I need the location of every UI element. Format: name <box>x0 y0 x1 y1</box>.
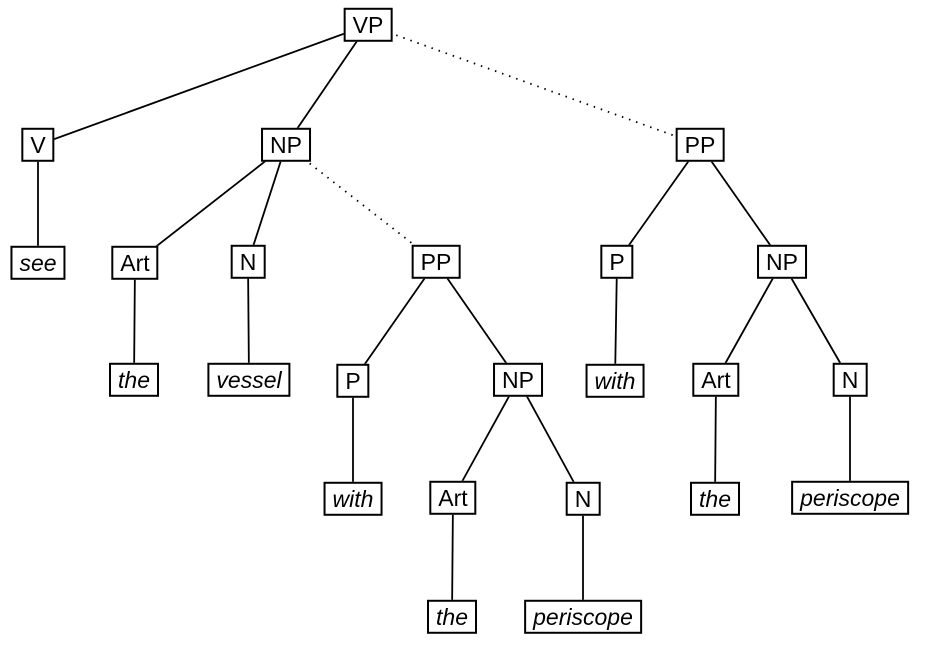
tree-edge-np_left-n_left <box>247 144 287 263</box>
tree-edge-np_left-art_left <box>134 144 287 264</box>
tree-edge-p_right-with_right <box>614 261 618 382</box>
tree-node-vp: VP <box>343 7 393 43</box>
tree-node-see: see <box>10 245 66 281</box>
tree-node-pp_right: PP <box>675 127 725 163</box>
tree-node-with_mid: with <box>323 481 383 517</box>
tree-edge-np_mid-n_mid <box>517 379 584 500</box>
tree-edge-vp-pp_right <box>367 24 701 146</box>
tree-node-the_left: the <box>109 362 159 398</box>
tree-node-art_right: Art <box>692 362 740 398</box>
tree-node-vessel: vessel <box>207 362 291 398</box>
tree-node-with_right: with <box>585 363 645 399</box>
tree-node-art_mid: Art <box>429 480 477 516</box>
tree-edge-n_left-vessel <box>247 261 250 381</box>
tree-edge-np_mid-art_mid <box>452 379 519 499</box>
tree-node-art_left: Art <box>111 245 159 281</box>
tree-edge-art_mid-the_mid <box>451 497 454 618</box>
tree-edge-art_left-the_left <box>133 262 136 381</box>
tree-node-np_right: NP <box>757 244 807 280</box>
tree-edge-np_left-pp_mid <box>285 144 437 263</box>
tree-edge-vp-np_left <box>285 24 369 146</box>
tree-edge-pp_mid-p_mid <box>352 261 437 382</box>
tree-node-np_mid: NP <box>493 362 543 398</box>
tree-node-n_left: N <box>230 244 266 280</box>
tree-edge-pp_right-np_right <box>699 144 783 263</box>
tree-edge-pp_mid-np_mid <box>435 261 519 381</box>
tree-edge-pp_right-p_right <box>616 144 701 263</box>
tree-node-the_mid: the <box>427 599 477 635</box>
tree-node-p_mid: P <box>336 363 370 399</box>
tree-node-periscope_right: periscope <box>791 480 909 516</box>
tree-edge-vp-v <box>37 24 369 146</box>
tree-edge-np_right-art_right <box>715 261 783 381</box>
tree-node-n_right: N <box>832 362 868 398</box>
tree-node-np_left: NP <box>261 127 311 163</box>
tree-node-pp_mid: PP <box>411 244 461 280</box>
tree-node-periscope_mid: periscope <box>524 599 642 635</box>
tree-edge-art_right-the_right <box>714 379 717 500</box>
tree-node-n_mid: N <box>565 481 601 517</box>
tree-edge-np_right-n_right <box>781 261 851 381</box>
tree-node-p_right: P <box>600 244 634 280</box>
tree-node-the_right: the <box>690 481 740 517</box>
tree-node-v: V <box>21 127 55 163</box>
